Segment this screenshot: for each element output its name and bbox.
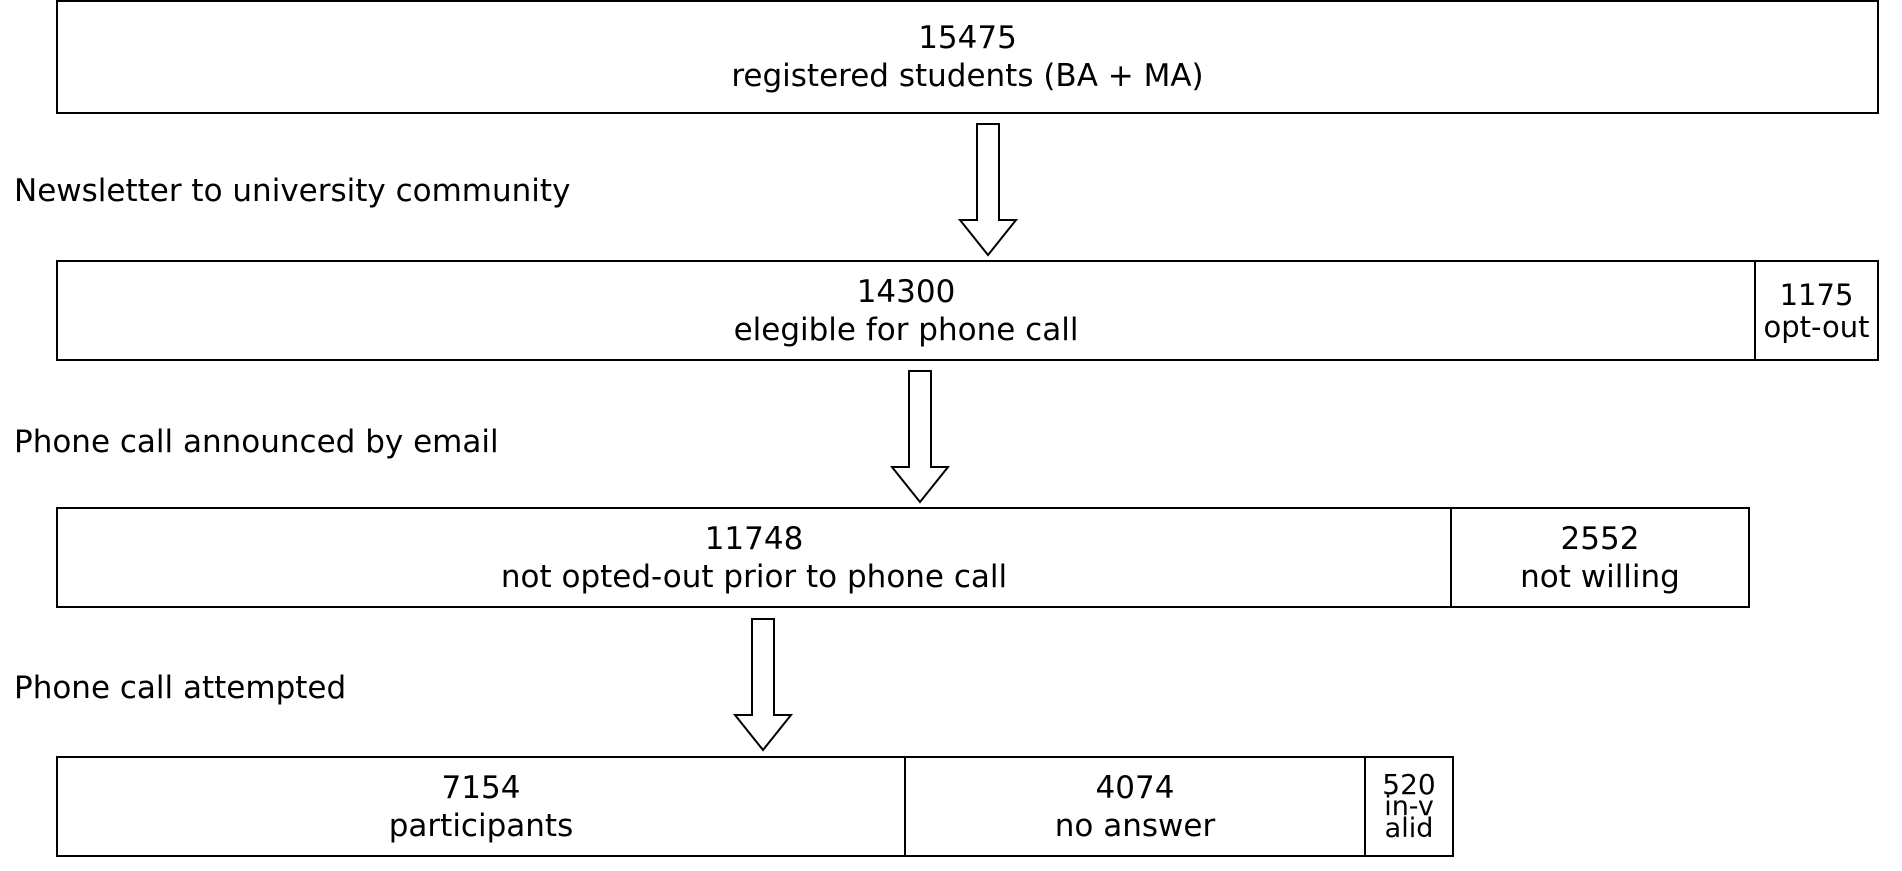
eligible-label: elegible for phone call (733, 311, 1079, 348)
eligible-row: 14300 elegible for phone call 1175 opt-o… (56, 260, 1879, 361)
step-newsletter: Newsletter to university community (14, 173, 571, 209)
participants-count: 7154 (441, 769, 521, 806)
optout-count: 1175 (1779, 277, 1854, 312)
registered-students-count: 15475 (918, 20, 1017, 56)
not-opted-out-row: 11748 not opted-out prior to phone call … (56, 507, 1750, 608)
not-opted-out-label: not opted-out prior to phone call (500, 558, 1008, 595)
optout-label: opt-out (1763, 309, 1870, 344)
optout-cell: 1175 opt-out (1754, 262, 1877, 359)
invalid-count: 520 (1382, 767, 1436, 801)
not-willing-count: 2552 (1560, 520, 1640, 557)
invalid-cell: 520 in-valid (1364, 758, 1452, 855)
step-announced: Phone call announced by email (14, 424, 499, 460)
flow-arrow-2 (889, 370, 951, 504)
not-willing-label: not willing (1520, 558, 1680, 595)
registered-students-label: registered students (BA + MA) (731, 58, 1204, 94)
eligible-cell: 14300 elegible for phone call (58, 262, 1754, 359)
flow-arrow-1 (957, 123, 1019, 257)
eligible-count: 14300 (856, 273, 956, 310)
not-opted-out-cell: 11748 not opted-out prior to phone call (58, 509, 1450, 606)
no-answer-count: 4074 (1095, 769, 1175, 806)
not-willing-cell: 2552 not willing (1450, 509, 1748, 606)
invalid-label: in-valid (1384, 790, 1434, 844)
not-opted-out-count: 11748 (704, 520, 804, 557)
step-attempted: Phone call attempted (14, 670, 347, 706)
no-answer-cell: 4074 no answer (904, 758, 1364, 855)
no-answer-label: no answer (1054, 807, 1216, 844)
participants-cell: 7154 participants (58, 758, 904, 855)
outcome-row: 7154 participants 4074 no answer 520 in-… (56, 756, 1454, 857)
flow-arrow-3 (732, 618, 794, 752)
participants-label: participants (388, 807, 574, 844)
registered-students-box: 15475 registered students (BA + MA) (56, 0, 1879, 114)
